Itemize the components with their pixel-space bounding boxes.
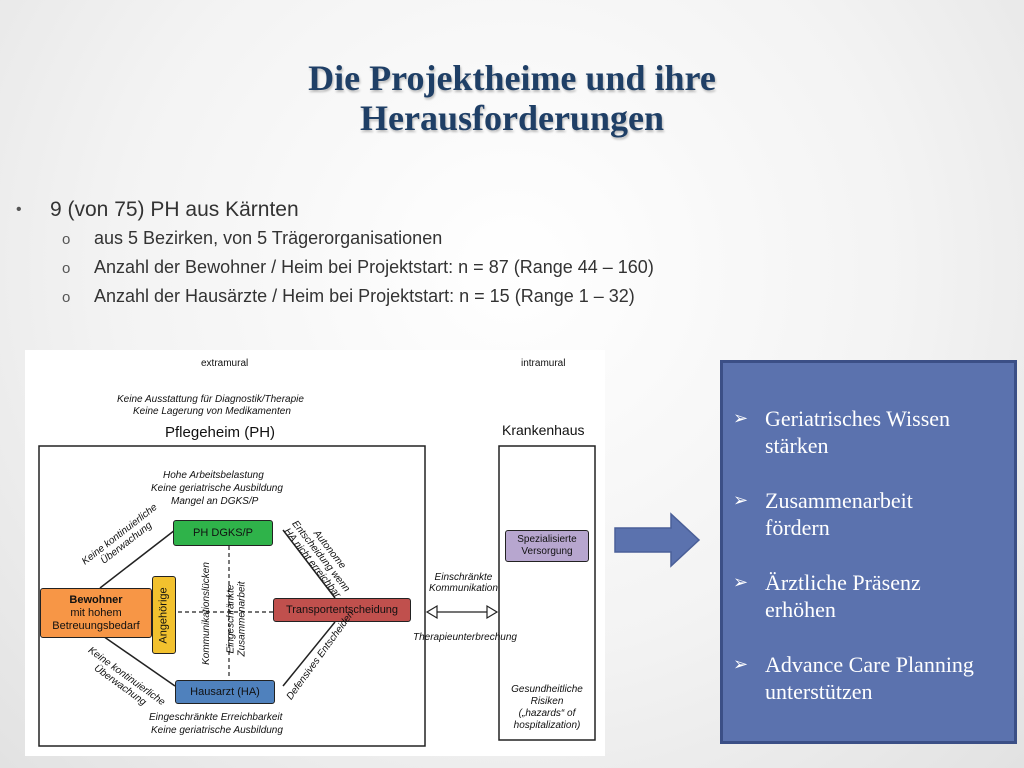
angehoerige-box: Angehörige bbox=[152, 576, 176, 654]
bullet-circle-icon: o bbox=[62, 289, 71, 306]
note-line: hospitalization) bbox=[513, 720, 581, 731]
krankenhaus-frame bbox=[498, 445, 596, 741]
bullet-dot-icon: • bbox=[16, 201, 22, 218]
note-line: Risiken bbox=[530, 696, 564, 707]
connector-line bbox=[282, 529, 336, 599]
spezialisierte-versorgung-box: Spezialisierte Versorgung bbox=[505, 530, 589, 562]
note-therapieunterbrechung: Therapieunterbrechung bbox=[413, 632, 517, 643]
transportentscheidung-box: Transportentscheidung bbox=[273, 598, 411, 622]
slide-title-line1: Die Projektheime und ihre bbox=[308, 58, 716, 98]
note-arbeitsbelastung: Hohe Arbeitsbelastung bbox=[163, 470, 264, 481]
care-diagram: extramural intramural Keine Ausstattung … bbox=[25, 350, 605, 756]
note-diagnostik: Keine Ausstattung für Diagnostik/Therapi… bbox=[117, 394, 304, 405]
note-line: Zusammenarbeit bbox=[236, 581, 248, 657]
recommendation-item: ➢ Zusammenarbeit fördern bbox=[733, 487, 1009, 541]
bewohner-line3: Betreuungsbedarf bbox=[52, 619, 140, 632]
chevron-bullet-icon: ➢ bbox=[733, 572, 749, 592]
bullet-sub-2: o Anzahl der Bewohner / Heim bei Projekt… bbox=[14, 253, 654, 282]
label-pflegeheim: Pflegeheim (PH) bbox=[165, 424, 276, 441]
note-line: Kommunikation bbox=[429, 583, 498, 594]
chevron-bullet-icon: ➢ bbox=[733, 654, 749, 674]
spezial-line1: Spezialisierte bbox=[517, 534, 577, 545]
recommendation-line1: Ärztliche Präsenz bbox=[765, 570, 921, 595]
note-erreichbarkeit: Eingeschränkte Erreichbarkeit bbox=[149, 712, 283, 723]
note-gesundheitliche-risiken: Gesundheitliche Risiken („hazards“ of ho… bbox=[503, 684, 591, 732]
note-kommunikationsluecken: Kommunikationslücken bbox=[200, 562, 212, 665]
bewohner-box: Bewohner mit hohem Betreuungsbedarf bbox=[40, 588, 152, 638]
label-intramural: intramural bbox=[521, 358, 566, 369]
recommendation-line1: Zusammenarbeit bbox=[765, 488, 913, 513]
spezial-line2: Versorgung bbox=[521, 546, 573, 557]
bewohner-line2: mit hohem bbox=[70, 606, 122, 619]
recommendation-item: ➢ Advance Care Planning unterstützen bbox=[733, 651, 1009, 705]
connector-line bbox=[282, 621, 336, 687]
chevron-bullet-icon: ➢ bbox=[733, 490, 749, 510]
note-geriatrische-ausbildung: Keine geriatrische Ausbildung bbox=[151, 483, 283, 494]
recommendation-line1: Advance Care Planning bbox=[765, 652, 974, 677]
recommendation-line2: fördern bbox=[765, 515, 830, 540]
note-line: Eingeschränkte bbox=[225, 584, 237, 654]
bullet-sub-text: Anzahl der Bewohner / Heim bei Projektst… bbox=[94, 257, 654, 277]
note-mangel-dgks: Mangel an DGKS/P bbox=[171, 496, 259, 507]
arrow-head-left-icon bbox=[425, 604, 438, 620]
recommendation-line2: unterstützen bbox=[765, 679, 873, 704]
slide-title: Die Projektheime und ihre Herausforderun… bbox=[150, 58, 874, 138]
note-medikamente: Keine Lagerung von Medikamenten bbox=[133, 406, 291, 417]
angehoerige-label: Angehörige bbox=[157, 586, 170, 644]
recommendations-panel: ➢ Geriatrisches Wissen stärken ➢ Zusamme… bbox=[720, 360, 1017, 744]
chevron-bullet-icon: ➢ bbox=[733, 408, 749, 428]
bullet-circle-icon: o bbox=[62, 231, 71, 248]
bullet-sub-text: aus 5 Bezirken, von 5 Trägerorganisation… bbox=[94, 228, 443, 248]
ph-dgks-box: PH DGKS/P bbox=[173, 520, 273, 546]
bullet-sub-1: o aus 5 Bezirken, von 5 Trägerorganisati… bbox=[14, 224, 654, 253]
diagram-lines bbox=[38, 445, 596, 747]
note-line: („hazards“ of bbox=[518, 708, 576, 719]
note-eingeschraenkte-zusammenarbeit: Eingeschränkte Zusammenarbeit bbox=[226, 581, 248, 656]
bullet-list: • 9 (von 75) PH aus Kärnten o aus 5 Bezi… bbox=[14, 196, 654, 311]
label-krankenhaus: Krankenhaus bbox=[502, 422, 585, 438]
label-extramural: extramural bbox=[201, 358, 249, 369]
bullet-main: • 9 (von 75) PH aus Kärnten bbox=[14, 196, 654, 224]
pflegeheim-frame bbox=[38, 445, 426, 747]
bullet-sub-3: o Anzahl der Hausärzte / Heim bei Projek… bbox=[14, 282, 654, 311]
note-line: Gesundheitliche bbox=[511, 684, 583, 695]
recommendation-line2: stärken bbox=[765, 433, 829, 458]
note-line: Einschränkte bbox=[434, 572, 493, 583]
right-arrow-icon bbox=[614, 512, 701, 568]
hausarzt-box: Hausarzt (HA) bbox=[175, 680, 275, 704]
recommendation-item: ➢ Geriatrisches Wissen stärken bbox=[733, 405, 1009, 459]
connector-line bbox=[99, 529, 176, 589]
recommendation-line2: erhöhen bbox=[765, 597, 836, 622]
bewohner-line1: Bewohner bbox=[69, 593, 123, 606]
note-keine-ausbildung: Keine geriatrische Ausbildung bbox=[151, 725, 283, 736]
slide-title-line2: Herausforderungen bbox=[360, 98, 664, 138]
bullet-sub-text: Anzahl der Hausärzte / Heim bei Projekts… bbox=[94, 286, 635, 306]
note-eingeschraenkte-kommunikation: Einschränkte Kommunikation bbox=[429, 572, 498, 594]
recommendation-line1: Geriatrisches Wissen bbox=[765, 406, 951, 431]
bullet-main-text: 9 (von 75) PH aus Kärnten bbox=[50, 198, 299, 221]
bullet-circle-icon: o bbox=[62, 260, 71, 277]
arrow-head-right-icon bbox=[486, 604, 499, 620]
recommendation-item: ➢ Ärztliche Präsenz erhöhen bbox=[733, 569, 1009, 623]
connector-line bbox=[99, 633, 176, 687]
